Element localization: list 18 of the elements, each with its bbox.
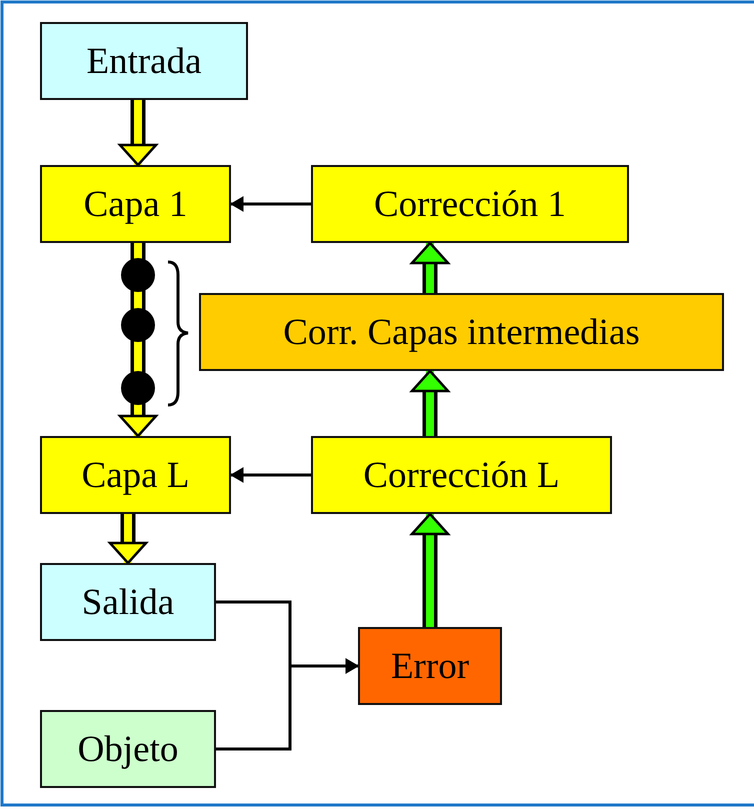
- process-box: [40, 22, 248, 100]
- box-label: Corr. Capas intermedias: [283, 310, 640, 354]
- process-box: [311, 165, 629, 243]
- box-label: Corrección L: [363, 454, 560, 496]
- box-label: Corrección 1: [374, 182, 566, 226]
- box-label: Capa 1: [84, 182, 188, 226]
- process-box: [311, 436, 612, 514]
- process-box: [40, 165, 231, 243]
- box-label: Capa L: [82, 454, 190, 496]
- box-label: Salida: [82, 580, 174, 624]
- process-box: [40, 436, 231, 514]
- box-label: Objeto: [78, 728, 178, 770]
- process-box: [199, 293, 724, 371]
- box-label: Error: [390, 644, 470, 688]
- process-box: [40, 563, 216, 641]
- box-label: Entrada: [86, 40, 202, 82]
- process-box: [358, 627, 502, 705]
- process-box: [40, 710, 216, 788]
